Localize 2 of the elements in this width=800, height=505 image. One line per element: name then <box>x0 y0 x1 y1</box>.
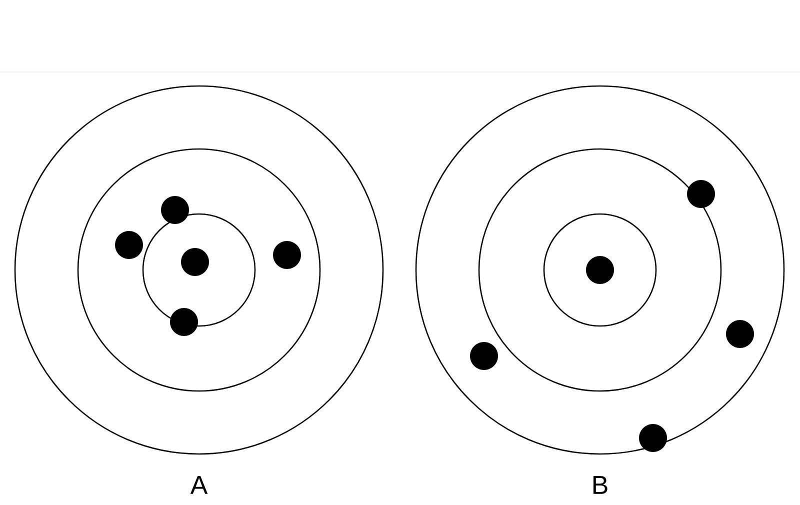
panel-label: B <box>593 476 608 494</box>
panel-label: A <box>190 476 208 494</box>
